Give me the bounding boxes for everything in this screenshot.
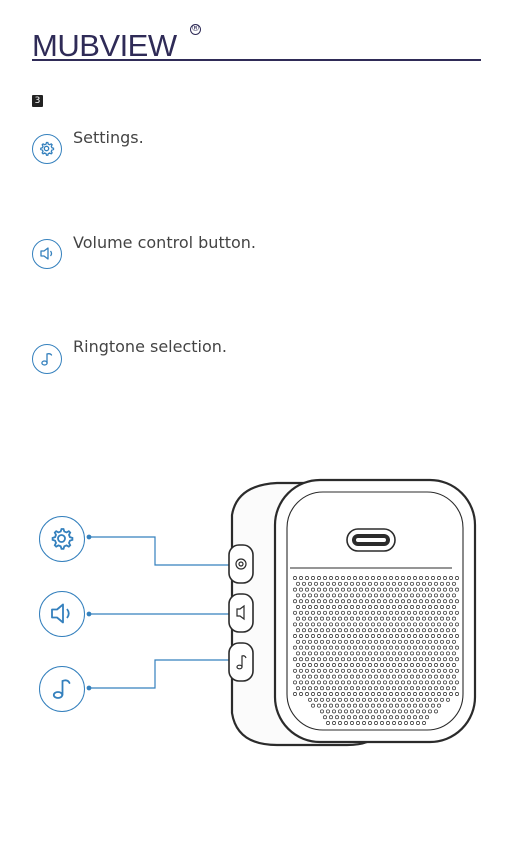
device-illustration [0,0,510,850]
